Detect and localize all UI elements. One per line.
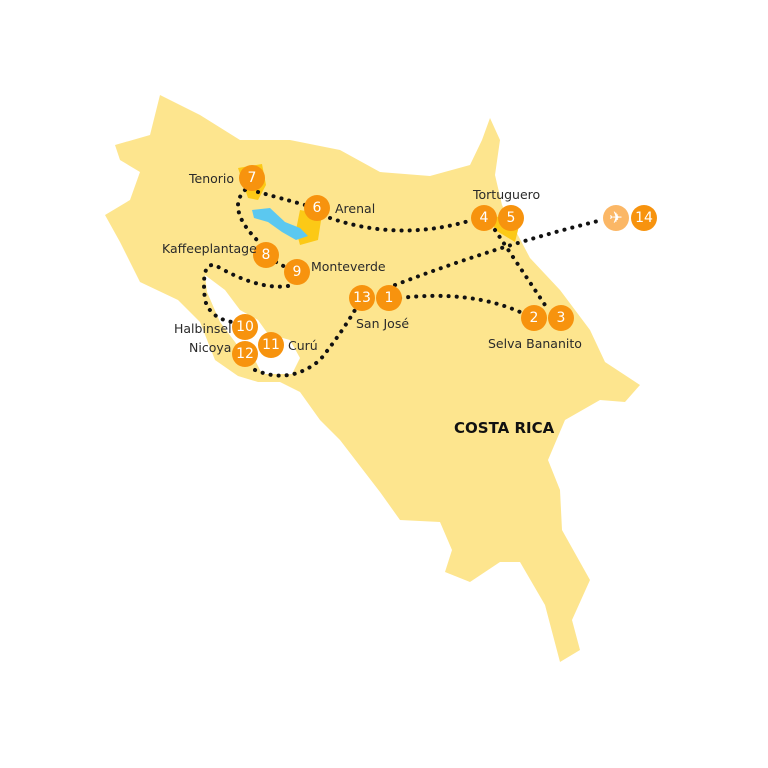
- stop-marker-6[interactable]: 6: [304, 195, 330, 221]
- label-monteverde: Monteverde: [311, 259, 386, 274]
- stop-marker-5[interactable]: 5: [498, 205, 524, 231]
- stop-marker-10[interactable]: 10: [232, 314, 258, 340]
- route: [202, 188, 604, 378]
- stop-marker-12[interactable]: 12: [232, 341, 258, 367]
- label-tenorio: Tenorio: [189, 171, 235, 186]
- stop-marker-8[interactable]: 8: [253, 242, 279, 268]
- label-san-jose: San José: [356, 316, 410, 331]
- stop-marker-1[interactable]: 1: [376, 285, 402, 311]
- stop-marker-13[interactable]: 13: [349, 285, 375, 311]
- stop-marker-7[interactable]: 7: [239, 165, 265, 191]
- label-kaffeeplantage: Kaffeeplantage: [162, 241, 257, 256]
- label-halbinsel: Halbinsel: [174, 321, 232, 336]
- label-nicoya: Nicoya: [189, 340, 232, 355]
- label-arenal: Arenal: [335, 201, 376, 216]
- stop-marker-9[interactable]: 9: [284, 259, 310, 285]
- stop-marker-2[interactable]: 2: [521, 305, 547, 331]
- lake-arenal: [252, 208, 308, 240]
- label-selva-bananito: Selva Bananito: [488, 336, 582, 351]
- stop-marker-3[interactable]: 3: [548, 305, 574, 331]
- stop-marker-4[interactable]: 4: [471, 205, 497, 231]
- stop-marker-14[interactable]: 14: [631, 205, 657, 231]
- label-curu: Curú: [288, 338, 318, 353]
- stop-marker-11[interactable]: 11: [258, 332, 284, 358]
- label-tortuguero: Tortuguero: [473, 187, 541, 202]
- airplane-icon[interactable]: ✈: [603, 205, 629, 231]
- country-label: COSTA RICA: [454, 419, 555, 437]
- costa-rica-land: [105, 95, 640, 662]
